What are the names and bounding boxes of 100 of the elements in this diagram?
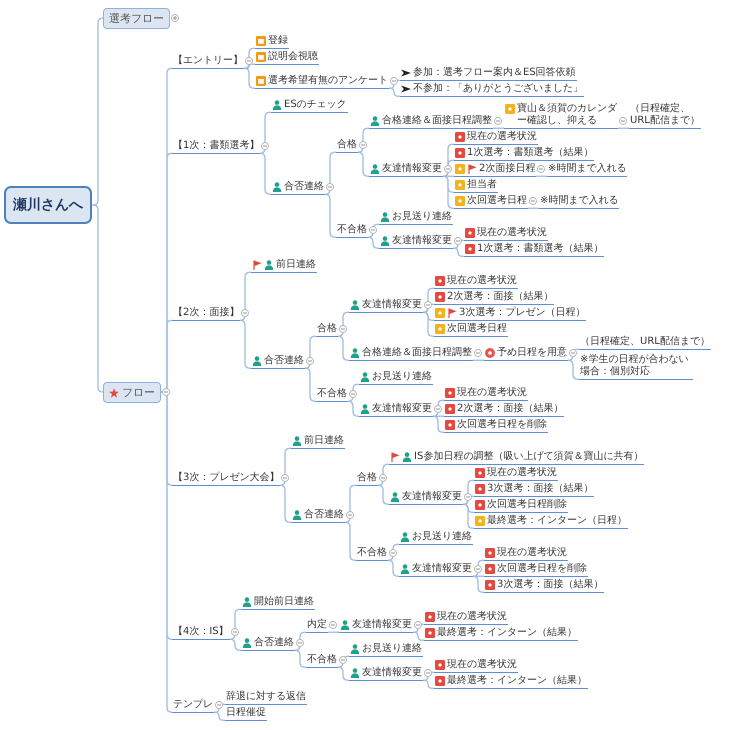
topic-label: 現在の選考状況 <box>477 227 547 239</box>
subtopic <box>271 99 348 113</box>
subtopic <box>291 509 345 523</box>
connector-line <box>462 504 474 529</box>
connector-line <box>367 236 379 249</box>
topic-label: ※時間まで入れる <box>540 195 618 207</box>
topic-label: 選考フロー <box>109 12 164 24</box>
connector-line <box>422 312 434 337</box>
topic-label: 1次選考：書類選考（結果） <box>477 243 604 255</box>
subtopic <box>504 103 618 129</box>
topic-label: 現在の選考状況 <box>467 131 537 143</box>
topic-label: 友達情報変更 <box>392 235 452 247</box>
connector-line <box>344 484 356 523</box>
subtopic <box>434 675 588 689</box>
subtopic <box>359 371 433 385</box>
topic-label: 3次選考：プレゼン（日程） <box>459 307 586 319</box>
topic-label: 現在の選考状況 <box>447 659 517 671</box>
topic-label: 合否連絡 <box>304 509 344 521</box>
topic-label: ※時間まで入れる <box>548 163 626 175</box>
subtopic <box>484 547 568 561</box>
topic-label: 現在の選考状況 <box>457 387 527 399</box>
subtopic <box>454 131 538 145</box>
subtopic <box>474 467 558 481</box>
connector-line <box>279 448 291 486</box>
subtopic <box>454 163 536 177</box>
connector-line <box>463 504 474 513</box>
connector-line <box>294 632 306 651</box>
topic-label: 次回選考日程 <box>467 195 527 207</box>
subtopic <box>369 115 493 129</box>
topic-label: 合格 <box>357 472 377 484</box>
subtopic <box>484 347 568 361</box>
topic-label: （日程確定、URL配信まで） <box>580 336 710 348</box>
connector-line <box>92 204 104 393</box>
subtopic <box>464 243 604 257</box>
connector-line <box>324 152 336 195</box>
topic-label: 現在の選考状況 <box>497 547 567 559</box>
topic-label: 合格連絡＆面接日程調整 <box>382 115 492 127</box>
topic-label: 友達情報変更 <box>352 619 412 631</box>
connector-line <box>473 360 484 361</box>
subtopic <box>291 435 345 449</box>
connector-line <box>618 128 629 129</box>
topic-label: IS参加日程の調整（吸い上げて須賀＆寶山に共有） <box>414 451 644 463</box>
topic-label: 友達情報変更 <box>402 491 462 503</box>
subtopic <box>400 67 577 81</box>
connector-line <box>442 160 454 177</box>
topic-label: 不合格 <box>307 654 337 666</box>
topic-label: 合格 <box>337 139 357 151</box>
subtopic <box>454 147 594 161</box>
subtopic <box>359 403 433 417</box>
connector-line <box>160 391 173 713</box>
subtopic <box>255 75 389 89</box>
topic-label: 3次選考：面接（結果） <box>487 483 594 495</box>
connector-line <box>337 336 349 361</box>
subtopic <box>251 355 305 369</box>
connector-line <box>279 484 291 523</box>
connector-line <box>536 176 547 177</box>
subtopic <box>474 483 594 497</box>
connector-line <box>443 176 454 177</box>
topic-label: お見送り連絡 <box>362 643 422 655</box>
topic-label: 登録 <box>268 35 288 47</box>
topic-label: 友達情報変更 <box>382 163 442 175</box>
subtopic <box>434 307 586 321</box>
topic-label: 友達情報変更 <box>362 667 422 679</box>
topic-label: 不合格 <box>317 388 347 400</box>
topic-label: 2次選考：面接（結果） <box>457 403 564 415</box>
connector-line <box>337 666 349 681</box>
topic-label: 不参加：「ありがとうございました」 <box>413 83 583 95</box>
subtopic <box>464 227 548 241</box>
subtopic <box>484 563 588 577</box>
topic-label: 2次面接日程 <box>479 163 536 175</box>
subtopic <box>349 643 423 657</box>
connector-line <box>214 704 225 713</box>
connector-line <box>347 384 359 402</box>
connector-line <box>387 544 399 561</box>
topic-label: 説明会視聴 <box>268 51 318 63</box>
subtopic <box>241 596 315 610</box>
connector-line <box>423 680 434 689</box>
connector-line <box>432 400 444 417</box>
topic-label: 次回選考日程 <box>447 323 507 335</box>
subtopic <box>255 51 319 65</box>
topic-label: お見送り連絡 <box>412 531 472 543</box>
subtopic <box>400 83 584 97</box>
topic-label: 次回選考日程削除 <box>487 499 567 511</box>
topic-label: 最終選考：インターン（結果） <box>447 675 587 687</box>
topic-label: 現在の選考状況 <box>447 275 517 287</box>
main-topic <box>103 8 170 28</box>
connector-line <box>413 632 424 641</box>
connector-line <box>528 208 539 209</box>
subtopic <box>484 579 604 593</box>
connector-line <box>473 576 484 577</box>
subtopic <box>255 35 289 49</box>
connector-line <box>387 560 399 577</box>
topic-label: 最終選考：インターン（結果） <box>437 627 577 639</box>
subtopic <box>454 195 528 209</box>
connector-line <box>377 484 389 505</box>
topic-label: ※学生の日程が合わない場合：個別対応 <box>580 354 690 378</box>
subtopic <box>434 659 518 673</box>
subtopic <box>434 291 554 305</box>
subtopic <box>444 419 548 433</box>
topic-label: 【1次：書類選考】 <box>173 140 260 152</box>
